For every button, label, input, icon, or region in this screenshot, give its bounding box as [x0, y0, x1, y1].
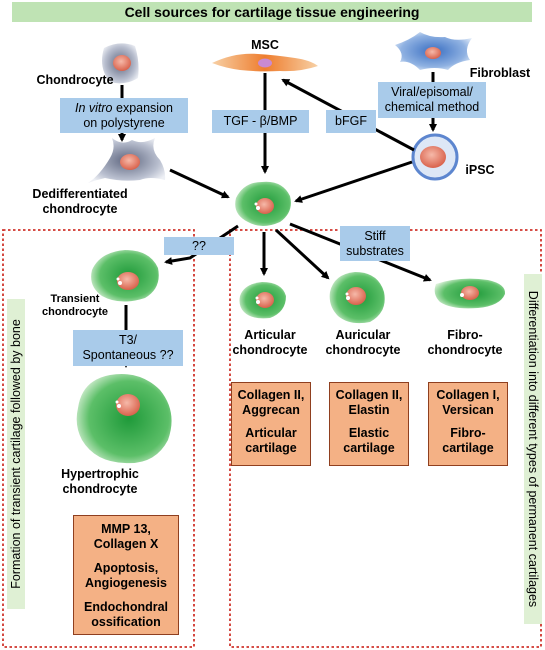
- msc-label: MSC: [251, 38, 279, 52]
- articular-outcome-box: Collagen II, Aggrecan Articular cartilag…: [231, 382, 311, 466]
- left-side-label: Formation of transient cartilage followe…: [7, 299, 25, 609]
- hypertrophic-chondrocyte-label: Hypertrophic chondrocyte: [40, 467, 160, 497]
- articular-line-4: cartilage: [245, 441, 297, 455]
- hyper-line-1: MMP 13,: [101, 522, 151, 536]
- dedifferentiated-chondrocyte-label: Dedifferentiated chondrocyte: [10, 187, 150, 217]
- ipsc-label: iPSC: [465, 163, 495, 177]
- in-vitro-line2: on polystyrene: [83, 115, 165, 130]
- t3-line2: Spontaneous ??: [82, 348, 174, 362]
- in-vitro-line1: In vitro expansion: [75, 101, 173, 116]
- transient-line2: chondrocyte: [41, 306, 108, 318]
- hypertrophic-line1: Hypertrophic: [61, 467, 139, 481]
- articular-line-2: Aggrecan: [242, 403, 300, 417]
- hyper-line-4: Angiogenesis: [85, 576, 167, 590]
- hyper-line-6: ossification: [91, 615, 161, 629]
- in-vitro-italic: In vitro: [75, 100, 113, 115]
- auricular-gap: [330, 418, 408, 426]
- tgf-bmp-box: TGF - β/BMP: [212, 110, 309, 133]
- arrow-ipsc-to-center: [294, 160, 413, 203]
- auricular-line2: chondrocyte: [325, 343, 401, 357]
- fibro-line2: chondrocyte: [427, 343, 503, 357]
- transient-region-border: [2, 229, 195, 648]
- stiff-substrates-box: Stiff substrates: [340, 226, 410, 261]
- transient-line1: Transient: [50, 293, 100, 305]
- articular-line-1: Collagen II,: [237, 388, 305, 402]
- dedifferentiated-line1: Dedifferentiated: [32, 187, 128, 201]
- articular-gap: [232, 418, 310, 426]
- fibro-line-3: Fibro-: [450, 426, 486, 440]
- in-vitro-expansion-box: In vitro expansion on polystyrene: [60, 98, 188, 133]
- hypertrophic-chondrocyte-cell: [76, 374, 172, 464]
- fibro-outcome-box: Collagen I, Versican Fibro- cartilage: [428, 382, 508, 466]
- fibro-line1: Fibro-: [447, 328, 483, 342]
- chondrocyte-label: Chondrocyte: [36, 73, 114, 87]
- auricular-line-3: Elastic: [348, 426, 390, 440]
- transient-chondrocyte-label: Transient chondrocyte: [30, 293, 120, 319]
- t3-spontaneous-box: T3/ Spontaneous ??: [73, 330, 183, 366]
- fibro-line-1: Collagen I,: [436, 388, 500, 402]
- arrow-dediff-to-center: [169, 168, 230, 199]
- hyper-line-5: Endochondral: [83, 600, 169, 614]
- ipsc-cell: [411, 133, 459, 181]
- viral-line2: chemical method: [384, 100, 480, 114]
- right-side-label: Differentiation into different types of …: [524, 274, 542, 624]
- articular-chondrocyte-cell: [239, 282, 286, 319]
- stiff-line2: substrates: [346, 243, 404, 258]
- hyper-gap-1: [74, 552, 178, 561]
- fibro-gap: [429, 418, 507, 426]
- fibroblast-label: Fibroblast: [469, 66, 531, 80]
- hypertrophic-outcome-box: MMP 13, Collagen X Apoptosis, Angiogenes…: [73, 515, 179, 635]
- auricular-chondrocyte-cell: [329, 272, 385, 324]
- unknown-factor-box: ??: [164, 237, 234, 255]
- articular-line-3: Articular: [245, 426, 297, 440]
- dedifferentiated-line2: chondrocyte: [42, 202, 118, 216]
- hyper-line-2: Collagen X: [93, 537, 159, 551]
- auricular-line-2: Elastin: [348, 403, 390, 417]
- auricular-line-4: cartilage: [343, 441, 395, 455]
- dedifferentiated-chondrocyte-cell: [88, 138, 166, 183]
- articular-line1: Articular: [244, 328, 296, 342]
- stiff-line1: Stiff: [364, 228, 386, 243]
- t3-line1: T3/: [118, 333, 138, 347]
- central-chondrocyte-cell: [235, 181, 291, 226]
- msc-cell: [212, 53, 318, 72]
- fibro-line-2: Versican: [442, 403, 494, 417]
- arrow-center-to-transient: [164, 224, 239, 265]
- auricular-outcome-box: Collagen II, Elastin Elastic cartilage: [329, 382, 409, 466]
- fibrochondrocyte-label: Fibro- chondrocyte: [420, 328, 510, 358]
- fibro-line-4: cartilage: [442, 441, 494, 455]
- hyper-line-3: Apoptosis,: [93, 561, 159, 575]
- fibrochondrocyte-cell: [434, 278, 506, 309]
- viral-line1: Viral/episomal/: [391, 85, 473, 99]
- auricular-line1: Auricular: [335, 328, 391, 342]
- fibroblast-cell: [395, 32, 472, 70]
- diagram-title: Cell sources for cartilage tissue engine…: [12, 2, 532, 22]
- in-vitro-rest: expansion: [112, 100, 173, 115]
- articular-chondrocyte-label: Articular chondrocyte: [225, 328, 315, 358]
- hyper-gap-2: [74, 591, 178, 600]
- bfgf-box: bFGF: [326, 110, 376, 133]
- chondrocyte-cell: [102, 43, 139, 84]
- transient-chondrocyte-cell: [91, 250, 159, 302]
- hypertrophic-line2: chondrocyte: [62, 482, 138, 496]
- viral-episomal-box: Viral/episomal/ chemical method: [378, 82, 486, 118]
- arrow-center-to-auricular: [274, 228, 330, 280]
- auricular-chondrocyte-label: Auricular chondrocyte: [318, 328, 408, 358]
- auricular-line-1: Collagen II,: [335, 388, 403, 402]
- articular-line2: chondrocyte: [232, 343, 308, 357]
